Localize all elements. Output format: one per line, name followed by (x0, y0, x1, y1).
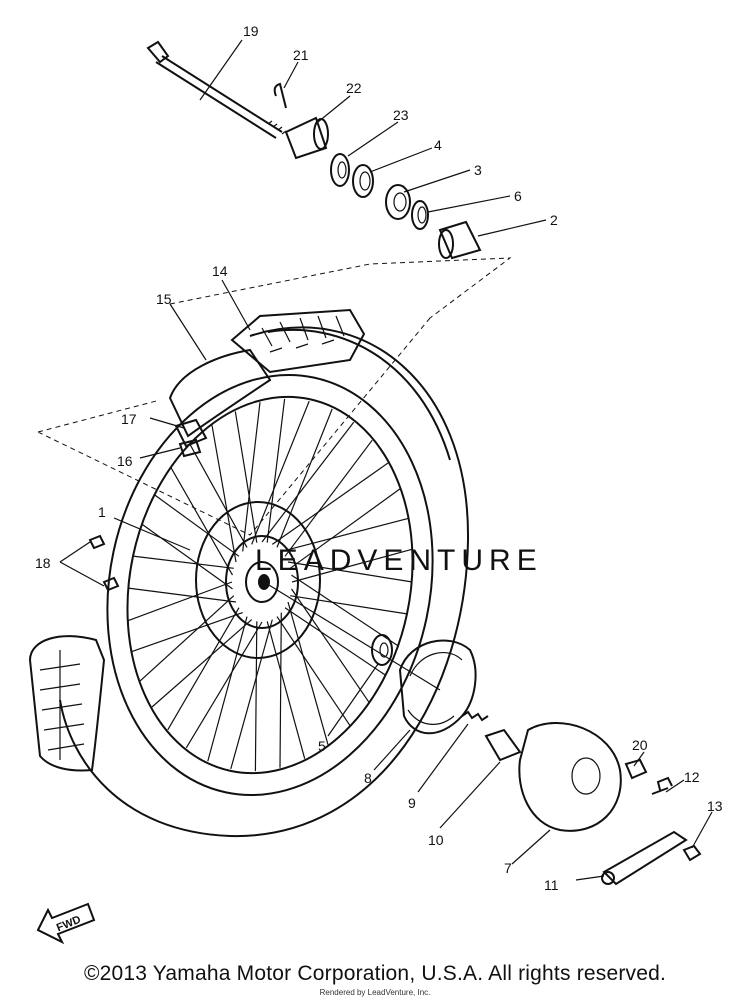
label-part-22: 22 (346, 80, 362, 96)
wheel-spoke (141, 523, 233, 590)
wheel-spoke (266, 398, 286, 543)
wheel-spoke (276, 408, 333, 548)
label-part-21: 21 (293, 47, 309, 63)
wheel-spoke (271, 462, 389, 545)
wheel-spoke (230, 619, 273, 770)
label-part-11: 11 (544, 877, 559, 893)
wheel-spoke (207, 616, 248, 762)
label-part-17: 17 (121, 411, 137, 427)
label-part-14: 14 (212, 263, 228, 279)
wheel-spoke (291, 574, 399, 647)
label-part-4: 4 (434, 137, 442, 153)
leader-lines (59, 39, 713, 881)
wheel-spoke (185, 621, 263, 749)
label-part-19: 19 (243, 23, 259, 39)
wheel-spoke (251, 400, 310, 545)
label-part-12: 12 (684, 769, 700, 785)
label-part-9: 9 (408, 795, 416, 811)
wheel-spoke (170, 467, 234, 576)
wheel-spoke (154, 494, 240, 557)
wheel-spoke (211, 425, 237, 563)
label-part-8: 8 (364, 770, 372, 786)
label-part-13: 13 (707, 798, 723, 814)
fwd-arrow-label: FWD (55, 914, 83, 935)
rendered-by-note: Rendered by LeadVenture, Inc. (319, 988, 431, 997)
wheel-spoke (132, 555, 234, 569)
wheel-spoke (127, 581, 233, 622)
wheel-spoke (287, 601, 329, 745)
wheel-spoke (291, 548, 413, 583)
wheel-spoke (279, 612, 282, 768)
label-part-10: 10 (428, 832, 444, 848)
brake-assembly (371, 634, 702, 886)
wheel-spoke (289, 488, 401, 569)
exploded-parts-diagram: LEADVENTURE (28, 23, 723, 945)
label-part-15: 15 (156, 291, 172, 307)
label-part-3: 3 (474, 162, 482, 178)
wheel-spoke (151, 619, 253, 708)
wheel-spoke (167, 607, 240, 731)
wheel-spoke (261, 421, 355, 543)
wheel-spoke (276, 616, 351, 726)
wheel-spoke (254, 621, 258, 772)
label-part-16: 16 (117, 453, 133, 469)
wheel-spoke (266, 621, 306, 759)
wheel-spoke (284, 607, 386, 676)
copyright-notice: ©2013 Yamaha Motor Corporation, U.S.A. A… (83, 962, 667, 985)
label-part-7: 7 (504, 860, 512, 876)
wheel-spoke (284, 439, 373, 557)
wheel-spoke (139, 595, 235, 682)
part-labels: 19 21 22 23 4 3 6 2 14 15 17 16 1 18 5 8… (35, 23, 723, 893)
wheel-spoke (189, 444, 248, 548)
wheel-spoke (291, 588, 370, 703)
label-part-1: 1 (98, 504, 106, 520)
wheel-assembly (28, 308, 470, 838)
label-part-23: 23 (393, 107, 409, 123)
wheel-spoke (290, 595, 408, 615)
wheel-spoke (281, 517, 409, 552)
wheel-spoke (234, 411, 258, 543)
label-part-20: 20 (632, 737, 648, 753)
label-part-2: 2 (550, 212, 558, 228)
wheel-spoke (242, 402, 261, 552)
axle-assembly (146, 40, 482, 260)
wheel-spoke (131, 612, 243, 653)
label-part-6: 6 (514, 188, 522, 204)
assembly-guide-lines (37, 257, 512, 536)
wheel-spoke (128, 587, 237, 603)
label-part-5: 5 (318, 738, 326, 754)
wheel-spoke (287, 561, 412, 583)
label-part-18: 18 (35, 555, 51, 571)
fwd-arrow: FWD (36, 902, 96, 945)
